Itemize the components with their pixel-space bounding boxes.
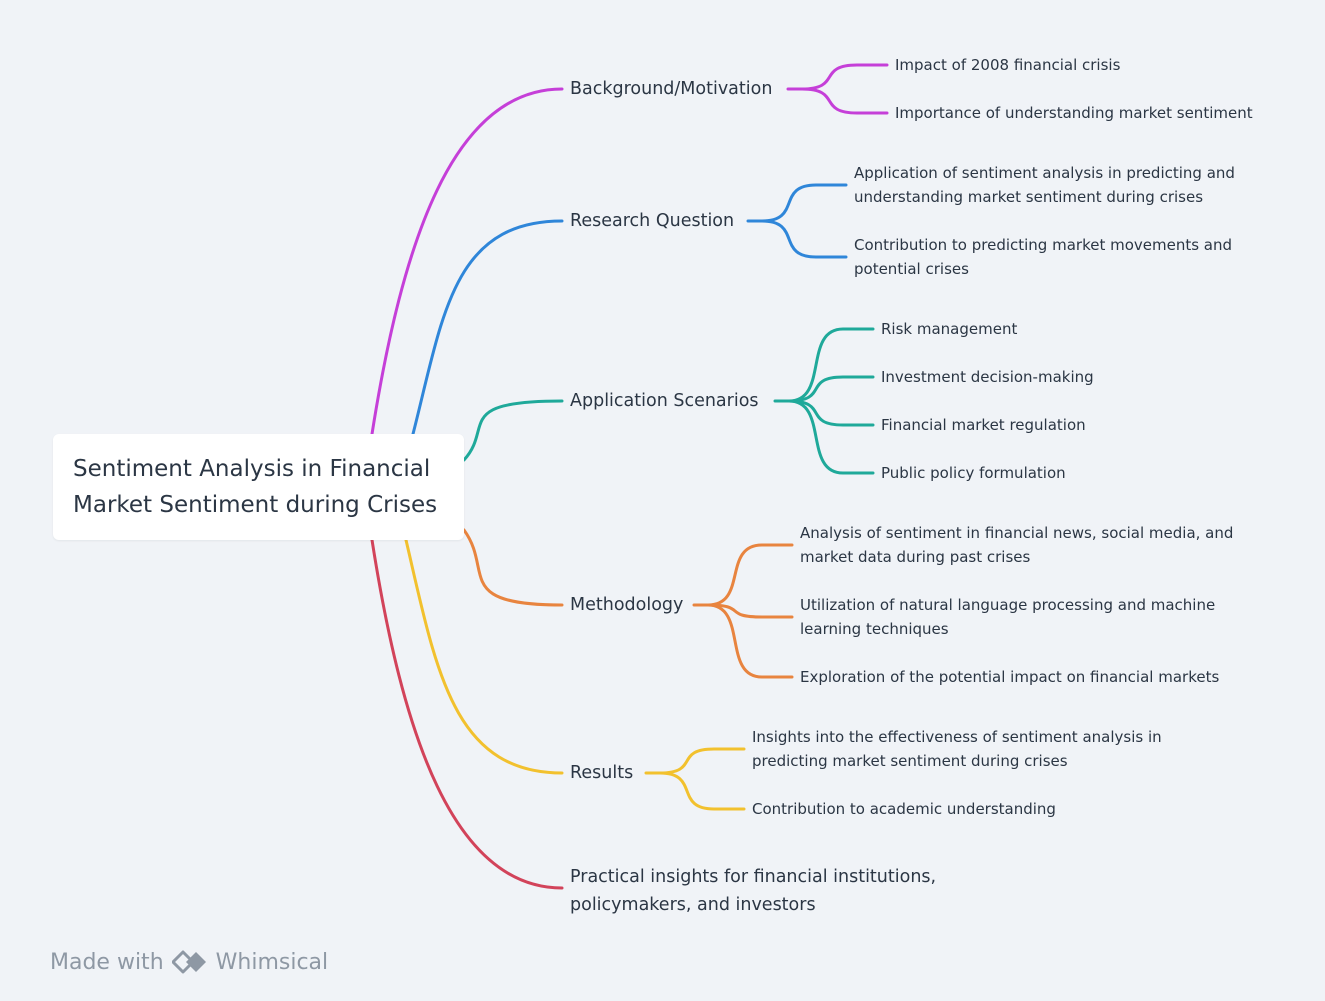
branch-label-6-line-1[interactable]: Practical insights for financial institu… — [570, 867, 937, 887]
branch-label-3[interactable]: Application Scenarios — [570, 391, 759, 411]
leaf-5-1-line-1[interactable]: Insights into the effectiveness of senti… — [752, 728, 1162, 746]
connector-root-to-branch-1 — [370, 87, 564, 436]
connector-branch-4-leaf-2 — [706, 603, 794, 619]
connector-root-to-branch-3 — [462, 399, 564, 462]
root-title-line-2: Market Sentiment during Crises — [73, 492, 438, 518]
leaf-3-3-line-1[interactable]: Financial market regulation — [881, 416, 1086, 434]
leaf-5-2-line-1[interactable]: Contribution to academic understanding — [752, 800, 1056, 818]
connector-branch-5-leaf-2 — [658, 771, 746, 811]
leaf-2-1-line-1[interactable]: Application of sentiment analysis in pre… — [854, 164, 1235, 182]
connector-root-to-branch-2 — [411, 219, 564, 436]
leaf-3-4-line-1[interactable]: Public policy formulation — [881, 464, 1066, 482]
connector-root-to-branch-5 — [404, 538, 564, 775]
connector-root-to-branch-6 — [370, 538, 564, 890]
connector-branch-3-leaf-2 — [787, 375, 875, 403]
connector-branch-3-leaf-1 — [787, 327, 875, 403]
watermark-brand: Whimsical — [215, 949, 329, 975]
leaf-1-2-line-1[interactable]: Importance of understanding market senti… — [895, 104, 1253, 122]
leaf-3-1-line-1[interactable]: Risk management — [881, 320, 1018, 338]
branch-label-5[interactable]: Results — [570, 763, 634, 783]
connector-branch-1-leaf-1 — [800, 63, 889, 91]
leaf-4-3-line-1[interactable]: Exploration of the potential impact on f… — [800, 668, 1220, 686]
connector-branch-3-leaf-3 — [787, 399, 875, 427]
leaf-2-2-line-1[interactable]: Contribution to predicting market moveme… — [854, 236, 1233, 254]
connector-branch-2-leaf-2 — [760, 219, 848, 259]
leaf-4-1-line-1[interactable]: Analysis of sentiment in financial news,… — [800, 524, 1234, 542]
branch-label-6-line-2[interactable]: policymakers, and investors — [570, 895, 816, 915]
connector-branch-4-leaf-3 — [706, 603, 794, 679]
branch-label-1[interactable]: Background/Motivation — [570, 79, 773, 99]
leaf-5-1-line-2[interactable]: predicting market sentiment during crise… — [752, 752, 1068, 770]
branch-label-2[interactable]: Research Question — [570, 211, 735, 231]
leaf-4-1-line-2[interactable]: market data during past crises — [800, 548, 1031, 566]
connector-branch-4-leaf-1 — [706, 543, 794, 607]
watermark-prefix: Made with — [50, 949, 164, 975]
connector-branch-5-leaf-1 — [658, 747, 746, 775]
connector-root-to-branch-4 — [462, 528, 564, 607]
leaf-2-1-line-2[interactable]: understanding market sentiment during cr… — [854, 188, 1204, 206]
branch-label-4[interactable]: Methodology — [570, 595, 684, 615]
leaf-1-1-line-1[interactable]: Impact of 2008 financial crisis — [895, 56, 1121, 74]
leaf-2-2-line-2[interactable]: potential crises — [854, 260, 969, 278]
connector-branch-1-leaf-2 — [800, 87, 889, 115]
whimsical-logo-icon — [171, 949, 208, 975]
leaf-3-2-line-1[interactable]: Investment decision-making — [881, 368, 1094, 386]
connector-branch-2-leaf-1 — [760, 183, 848, 223]
root-title-line-1: Sentiment Analysis in Financial — [73, 456, 431, 482]
leaf-4-2-line-2[interactable]: learning techniques — [800, 620, 949, 638]
connector-branch-3-leaf-4 — [787, 399, 875, 475]
watermark[interactable]: Made with Whimsical — [50, 945, 328, 979]
leaf-4-2-line-1[interactable]: Utilization of natural language processi… — [800, 596, 1216, 614]
root-node[interactable]: Sentiment Analysis in Financial Market S… — [53, 434, 464, 540]
